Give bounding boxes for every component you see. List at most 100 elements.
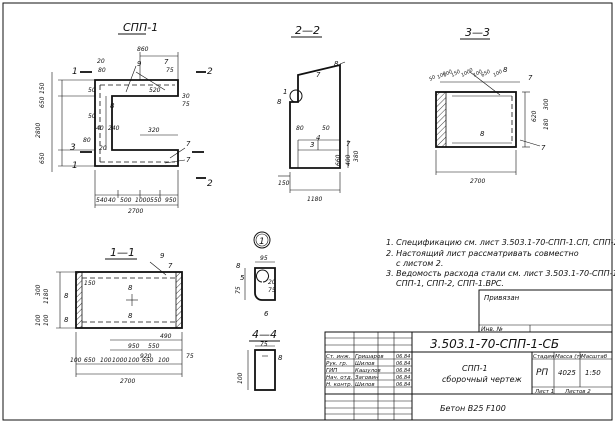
view-section-4-4: 4—4 75 100 8	[237, 328, 283, 391]
svg-text:Ст. инж.: Ст. инж.	[326, 354, 351, 360]
svg-text:100: 100	[100, 357, 112, 364]
svg-text:75: 75	[166, 67, 174, 74]
note-3: 3. Ведомость расхода стали см. лист 3.50…	[386, 269, 615, 278]
svg-text:20: 20	[268, 279, 276, 286]
svg-text:Листов 2: Листов 2	[564, 389, 591, 395]
svg-text:500: 500	[120, 197, 132, 204]
svg-text:180: 180	[543, 118, 550, 130]
svg-text:50: 50	[88, 113, 96, 120]
svg-text:50: 50	[322, 125, 330, 132]
svg-text:100: 100	[43, 314, 50, 326]
note-1: 1. Спецификацию см. лист 3.503.1-70-СПП-…	[386, 238, 615, 247]
svg-text:06.84: 06.84	[396, 361, 410, 367]
svg-text:7: 7	[528, 74, 533, 82]
svg-text:100: 100	[472, 69, 483, 79]
view-section-2-2: 2—2 80 50 660 400 380 150 1180 8 7 1 8 4…	[277, 24, 360, 203]
svg-text:80: 80	[98, 67, 106, 74]
svg-text:95: 95	[260, 255, 268, 262]
view-s44-title: 4—4	[252, 328, 277, 341]
svg-text:1: 1	[72, 161, 78, 171]
svg-text:80: 80	[83, 137, 91, 144]
svg-text:1:50: 1:50	[585, 369, 601, 377]
svg-text:8: 8	[128, 284, 133, 292]
note-3-cont: СПП-1, СПП-2, СПП-1.ВРС.	[396, 279, 504, 288]
svg-text:75: 75	[235, 286, 242, 294]
svg-text:06.84: 06.84	[396, 354, 410, 360]
svg-text:550: 550	[150, 197, 162, 204]
svg-text:Стадия: Стадия	[533, 354, 555, 360]
s22-outline	[289, 63, 341, 169]
svg-text:1000: 1000	[135, 197, 150, 204]
svg-text:4: 4	[316, 134, 320, 142]
view-spp1: СПП-1	[35, 21, 213, 215]
svg-text:Лист 1: Лист 1	[534, 389, 554, 395]
svg-text:2800: 2800	[35, 123, 42, 138]
svg-text:8: 8	[128, 312, 133, 320]
svg-text:7: 7	[186, 140, 191, 148]
svg-text:Кашулов: Кашулов	[355, 368, 381, 374]
svg-text:50: 50	[88, 87, 96, 94]
svg-text:150: 150	[450, 69, 461, 79]
svg-text:20: 20	[99, 145, 107, 152]
svg-text:Рук. гр.: Рук. гр.	[326, 361, 348, 367]
svg-text:7: 7	[541, 144, 546, 152]
svg-text:40: 40	[96, 125, 104, 132]
svg-text:3: 3	[70, 143, 76, 153]
svg-text:860: 860	[137, 46, 149, 53]
svg-text:400: 400	[345, 154, 352, 166]
svg-text:300: 300	[543, 98, 550, 110]
svg-text:100: 100	[158, 357, 170, 364]
svg-text:8: 8	[110, 102, 115, 110]
svg-text:1: 1	[259, 237, 265, 247]
privyazan-box: Привязан Инв. №	[478, 289, 613, 333]
svg-text:Н. контр.: Н. контр.	[326, 382, 353, 388]
svg-text:3: 3	[310, 141, 314, 149]
svg-text:100: 100	[128, 357, 140, 364]
title-block: 3.503.1-70-СПП-1-СБ Ст. инж. Гришаров 06…	[324, 331, 613, 421]
svg-text:2700: 2700	[128, 208, 143, 215]
svg-text:1180: 1180	[43, 289, 50, 304]
svg-text:30: 30	[182, 93, 190, 100]
svg-text:Масштаб: Масштаб	[581, 354, 608, 360]
svg-text:300: 300	[35, 284, 42, 296]
product-name: СПП-1	[462, 364, 488, 373]
material-spec: Бетон В25 F100	[440, 404, 506, 413]
svg-text:650: 650	[39, 96, 46, 108]
svg-text:ГИП: ГИП	[326, 368, 337, 374]
svg-text:100: 100	[35, 314, 42, 326]
view-node-1: 1 95 75 20 75 8 5 6	[235, 231, 276, 318]
svg-text:660: 660	[335, 154, 342, 166]
svg-text:620: 620	[531, 110, 538, 122]
svg-text:9: 9	[137, 60, 142, 68]
svg-text:Заговин: Заговин	[355, 375, 379, 381]
doc-code: 3.503.1-70-СПП-1-СБ	[430, 337, 559, 351]
svg-text:8: 8	[277, 98, 282, 106]
svg-text:100: 100	[70, 357, 82, 364]
svg-text:75: 75	[186, 353, 194, 360]
view-section-1-1: 1—1 1180 150 300 100 100 490 950 550 920…	[35, 246, 194, 385]
svg-text:1: 1	[72, 67, 78, 77]
spp1-outline	[94, 79, 179, 167]
svg-text:950: 950	[165, 197, 177, 204]
svg-text:920: 920	[140, 353, 152, 360]
svg-text:8: 8	[236, 262, 241, 270]
svg-text:240: 240	[108, 125, 120, 132]
svg-text:8: 8	[503, 66, 508, 74]
svg-text:1000: 1000	[460, 67, 474, 79]
svg-text:100: 100	[436, 71, 447, 81]
svg-text:Гришаров: Гришаров	[355, 354, 384, 360]
view-s22-title: 2—2	[295, 24, 320, 37]
svg-text:7: 7	[186, 156, 191, 164]
svg-text:75: 75	[268, 287, 276, 294]
view-section-3-3: 3—3 50 100 100 150 1000 100 650 100 300 …	[428, 26, 550, 185]
svg-text:2: 2	[207, 67, 213, 77]
svg-text:2700: 2700	[470, 178, 485, 185]
svg-text:Нач. отд.: Нач. отд.	[326, 375, 353, 381]
svg-text:7: 7	[168, 262, 173, 270]
svg-text:1: 1	[283, 88, 287, 96]
svg-text:75: 75	[182, 101, 190, 108]
svg-text:490: 490	[160, 333, 172, 340]
svg-text:06.84: 06.84	[396, 368, 410, 374]
